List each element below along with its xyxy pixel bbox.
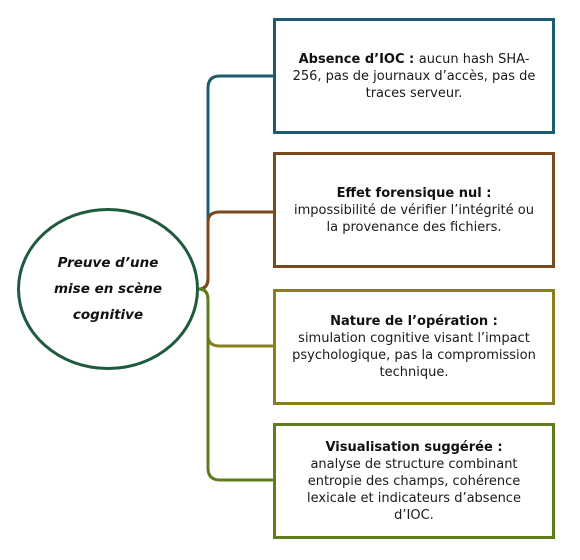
branch-box-body: impossibilité de vérifier l’intégrité ou…: [294, 202, 534, 235]
central-node: Preuve d’une mise en scène cognitive: [17, 208, 199, 370]
branch-box-operation-nature: Nature de l’opération : simulation cogni…: [273, 289, 555, 405]
branch-box-body: aucun hash SHA-256, pas de journaux d’ac…: [292, 51, 536, 101]
connector-box-3: [198, 287, 273, 348]
connector-box-4: [198, 287, 273, 482]
branch-box-title: Absence d’IOC :: [298, 51, 419, 67]
connector-box-2: [198, 210, 273, 291]
branch-box-suggested-visualization: Visualisation suggérée : analyse de stru…: [273, 423, 555, 539]
branch-box-title: Visualisation suggérée :: [325, 439, 503, 455]
branch-box-ioc-absence: Absence d’IOC : aucun hash SHA-256, pas …: [273, 18, 555, 134]
branch-box-title: Effet forensique nul :: [336, 185, 492, 201]
branch-box-title: Nature de l’opération :: [330, 314, 498, 329]
branch-box-forensic-effect: Effet forensique nul : impossibilité de …: [273, 152, 555, 268]
connector-box-1: [198, 74, 273, 291]
branch-box-body: analyse de structure combinant entropie …: [307, 456, 521, 523]
central-node-label: Preuve d’une mise en scène cognitive: [53, 255, 162, 323]
branch-box-body: simulation cognitive visant l’impact psy…: [292, 331, 536, 380]
